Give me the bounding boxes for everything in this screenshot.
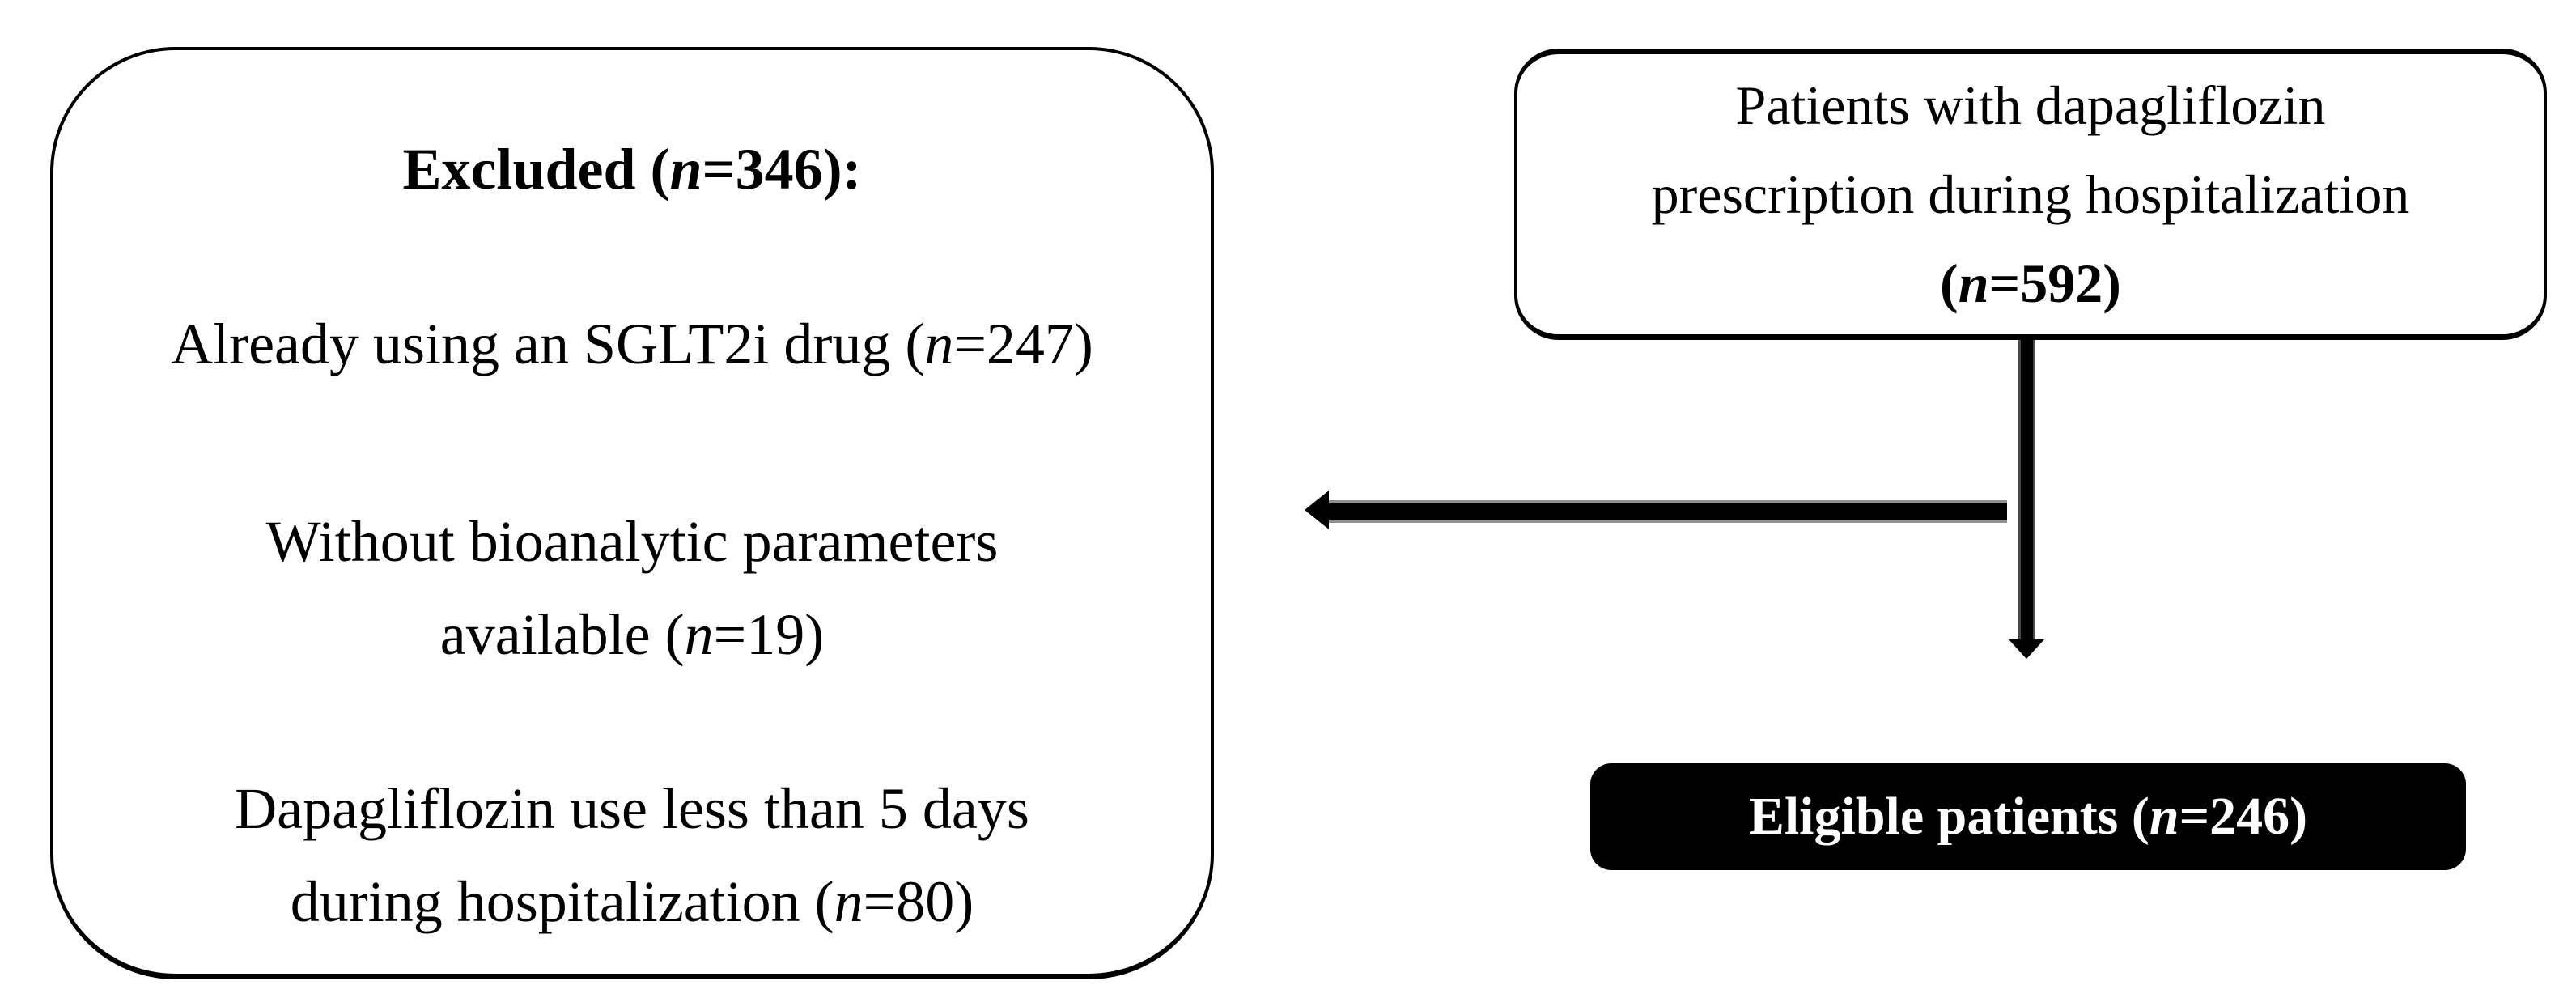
excluded-reason-sglt2i-pre: Already using an SGLT2i drug ( xyxy=(171,312,925,376)
left-arrow-shaft xyxy=(1327,500,2007,523)
n-symbol: n xyxy=(2149,787,2179,846)
left-arrowhead-icon xyxy=(1305,491,1329,529)
excluded-reason-bioanalytic-line2: available (n=19) xyxy=(53,588,1211,682)
excluded-reason-short-use-pre: during hospitalization ( xyxy=(290,869,834,934)
excluded-title: Excluded (n=346): xyxy=(53,123,1211,216)
excluded-reason-short-use-line1: Dapagliflozin use less than 5 days xyxy=(235,776,1029,841)
patients-count-pre: ( xyxy=(1940,253,1959,314)
n-symbol: n xyxy=(1958,253,1989,314)
down-arrow-shaft xyxy=(2018,340,2035,639)
eligible-label-post: =246) xyxy=(2179,787,2308,846)
excluded-reason-bioanalytic: Without bioanalytic parameters available… xyxy=(53,495,1211,682)
eligible-box: Eligible patients (n=246) xyxy=(1590,763,2466,870)
excluded-title-pre: Excluded ( xyxy=(402,137,670,202)
patients-box: Patients with dapagliflozin prescription… xyxy=(1514,49,2547,340)
excluded-reason-bioanalytic-pre: available ( xyxy=(439,602,685,667)
down-arrowhead-icon xyxy=(2009,639,2044,659)
excluded-reason-short-use-post: =80) xyxy=(863,869,974,934)
patients-line1: Patients with dapagliflozin xyxy=(1735,74,2326,136)
excluded-reason-bioanalytic-line1: Without bioanalytic parameters xyxy=(265,509,999,574)
patients-count: (n=592) xyxy=(1940,239,2121,328)
patients-line2: prescription during hospitalization xyxy=(1651,164,2410,225)
n-symbol: n xyxy=(924,312,954,376)
eligible-label-pre: Eligible patients ( xyxy=(1748,787,2149,846)
excluded-reason-bioanalytic-post: =19) xyxy=(713,602,825,667)
excluded-reason-sglt2i-post: =247) xyxy=(953,312,1093,376)
n-symbol: n xyxy=(684,602,714,667)
excluded-box: Excluded (n=346): Already using an SGLT2… xyxy=(50,47,1214,979)
patients-count-post: =592) xyxy=(1988,253,2121,314)
n-symbol: n xyxy=(834,869,864,934)
excluded-reason-short-use: Dapagliflozin use less than 5 days durin… xyxy=(53,762,1211,949)
excluded-title-post: =346): xyxy=(702,137,862,202)
n-symbol: n xyxy=(669,137,702,202)
eligible-label: Eligible patients (n=246) xyxy=(1749,786,2307,847)
excluded-reason-short-use-line2: during hospitalization (n=80) xyxy=(53,856,1211,949)
excluded-reason-sglt2i: Already using an SGLT2i drug (n=247) xyxy=(53,298,1211,391)
